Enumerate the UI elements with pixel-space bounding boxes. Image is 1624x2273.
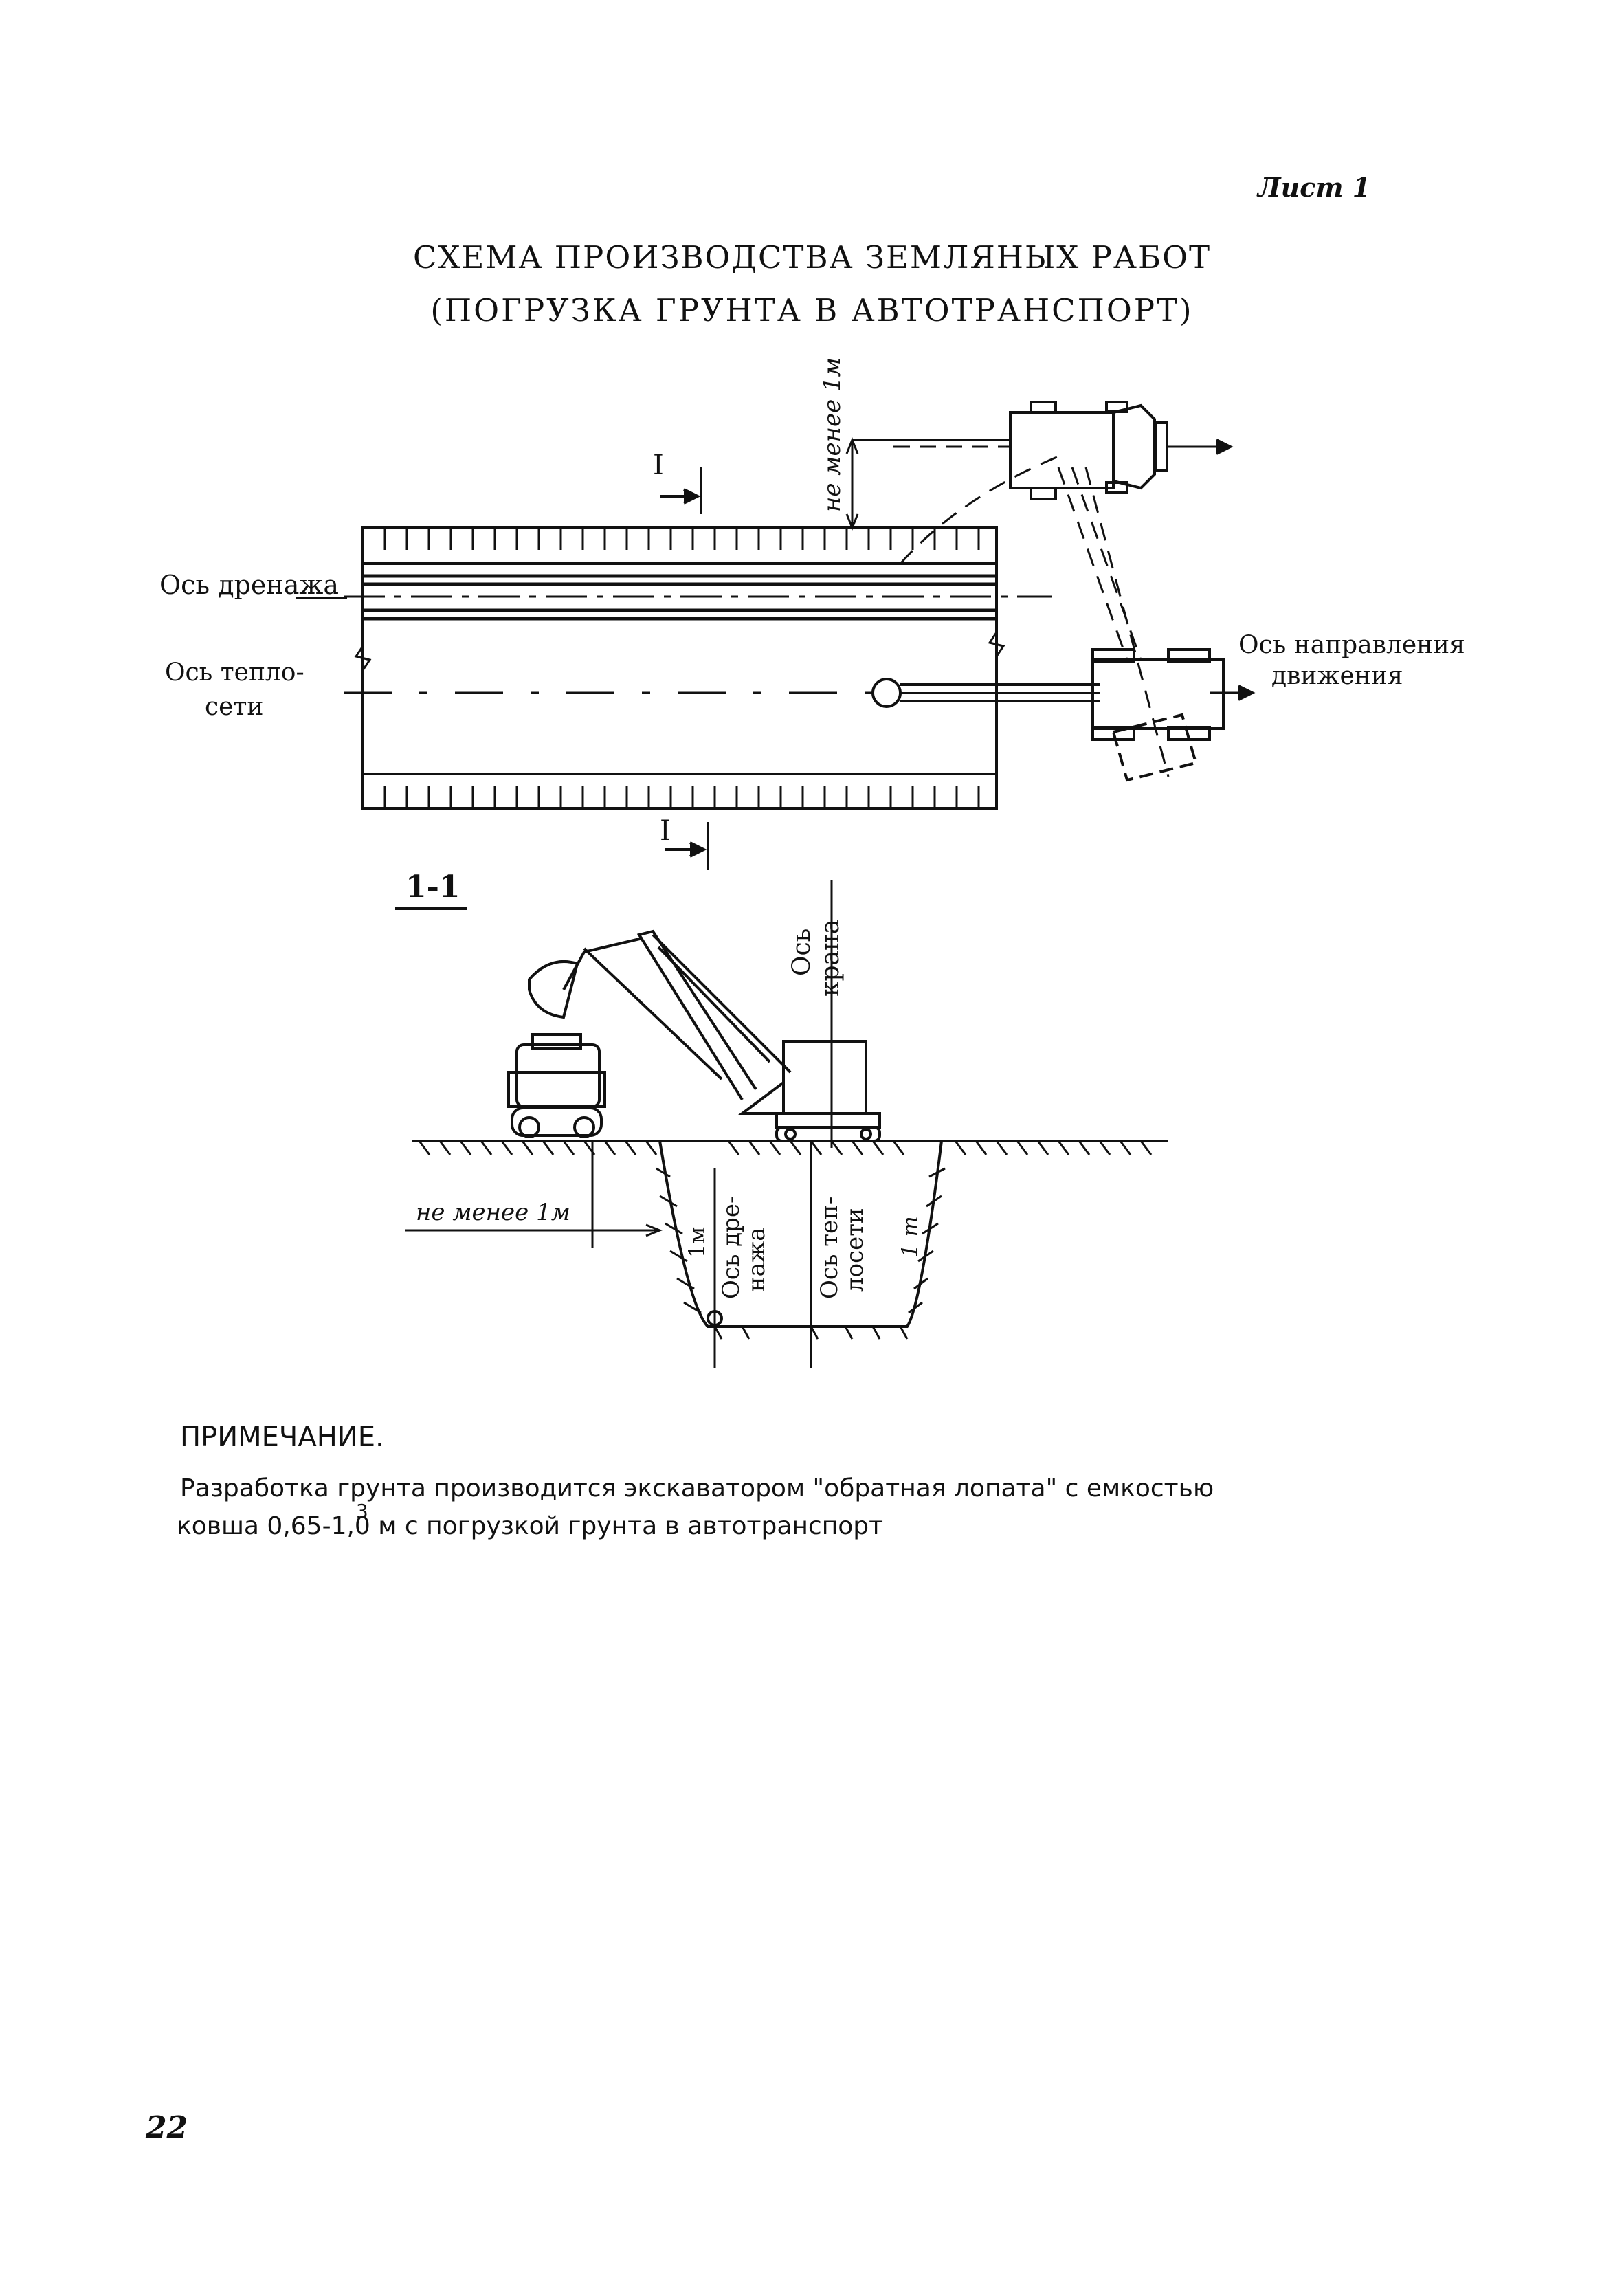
dim-min-top-label: не менее 1м xyxy=(819,357,846,512)
label-direction-1: Ось направления xyxy=(1238,631,1465,659)
trench-section xyxy=(658,1140,943,1328)
label-heat-axis-2: сети xyxy=(205,693,263,721)
excavator-side xyxy=(528,929,881,1142)
note-line-1: Разработка грунта производится экскавато… xyxy=(180,1474,1214,1503)
bottom-ticks xyxy=(383,786,980,808)
construction-drawing: Ось дренажа Ось тепло- сети Ось направле… xyxy=(159,357,1465,1368)
ground-hatch xyxy=(418,1140,1153,1155)
dump-truck-side xyxy=(507,1033,606,1138)
dim-left xyxy=(405,1141,663,1248)
page-number: 22 xyxy=(146,2110,188,2145)
label-heat-1: Ось теп- xyxy=(816,1197,843,1299)
label-drainage-axis: Ось дренажа xyxy=(159,570,339,600)
title-line-2: (ПОГРУЗКА ГРУНТА В АВТОТРАНСПОРТ) xyxy=(430,292,1194,329)
section-mark-bottom: I xyxy=(660,815,671,847)
break-mark-left xyxy=(354,645,372,671)
note-superscript: 3 xyxy=(356,1500,368,1522)
sheet-label: Лист 1 xyxy=(1258,172,1371,203)
top-ticks xyxy=(383,528,980,550)
excavator-plan xyxy=(871,648,1256,782)
break-mark-right xyxy=(988,632,1005,657)
note-heading: ПРИМЕЧАНИЕ. xyxy=(180,1421,384,1453)
dim-right-slope: 1 m xyxy=(897,1216,923,1258)
section-cut-marks xyxy=(660,467,709,870)
drainage-pipe xyxy=(363,574,997,621)
section-view xyxy=(405,880,1168,1368)
label-heat-axis-1: Ось тепло- xyxy=(165,658,304,687)
dim-min-left-label: не менее 1м xyxy=(416,1199,570,1226)
plan-view xyxy=(344,401,1256,870)
label-drain-1: Ось дре- xyxy=(718,1195,745,1299)
title-line-1: СХЕМА ПРОИЗВОДСТВА ЗЕМЛЯНЫХ РАБОТ xyxy=(413,239,1211,276)
trench-hatch xyxy=(656,1167,946,1340)
section-mark-top: I xyxy=(653,450,664,481)
section-title: 1-1 xyxy=(405,869,460,905)
dump-truck-plan xyxy=(893,401,1234,500)
note-line-2: ковша 0,65-1,0 м с погрузкой грунта в ав… xyxy=(177,1512,884,1540)
trench-plan-outline xyxy=(361,526,998,810)
label-crane-axis-2: крана xyxy=(816,920,845,997)
boom-swing xyxy=(899,452,1170,777)
label-crane-axis-1: Ось xyxy=(788,929,816,976)
dim-top xyxy=(845,436,1010,531)
label-direction-2: движения xyxy=(1271,662,1403,690)
dim-left-slope: 1м xyxy=(684,1227,710,1258)
label-heat-2: лосети xyxy=(841,1208,869,1292)
label-drain-2: нажа xyxy=(743,1228,770,1292)
